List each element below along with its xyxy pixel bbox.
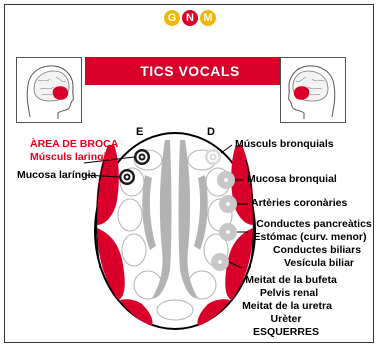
label-esquerres: ESQUERRES — [253, 326, 319, 338]
label-vesicula-biliar: Vesícula biliar — [283, 257, 355, 269]
page-title: TICS VOCALS — [85, 57, 295, 85]
label-conductes-pancreatics: Conductes pancreàtics — [256, 218, 372, 230]
marker-bufeta — [211, 253, 229, 271]
label-meitat-uretra: Meitat de la uretra — [242, 300, 332, 312]
label-arteries-coronaries: Artèries coronàries — [251, 197, 348, 209]
marker-mucosa-bronquial — [217, 171, 235, 189]
left-red-lobes — [96, 145, 153, 326]
label-ureter: Urèter — [270, 313, 302, 325]
brain-head-left-icon — [16, 57, 82, 123]
label-musculs-bronquials: Músculs bronquials — [235, 138, 334, 150]
label-pelvis-renal: Pelvis renal — [259, 287, 319, 299]
target-mucosa-laringia — [119, 169, 135, 185]
right-edge-line — [245, 159, 255, 269]
left-edge-line — [95, 159, 105, 269]
label-estomac: Estómac (curv. menor) — [253, 231, 367, 243]
label-area-broca: ÀREA DE BROCA — [30, 138, 119, 150]
target-musculs-laringis — [134, 149, 150, 165]
gnm-logo: G N M — [164, 10, 216, 26]
central-ventricles — [142, 140, 208, 299]
marker-pancreatics — [219, 223, 237, 241]
logo-letter-m: M — [200, 10, 216, 26]
logo-letter-g: G — [164, 10, 180, 26]
target-musculs-bronquials — [205, 149, 221, 165]
brain-head-right-icon — [280, 57, 346, 123]
side-left-letter: E — [136, 126, 144, 138]
label-mucosa-bronquial: Mucosa bronquial — [247, 173, 337, 185]
pointer-lines — [83, 144, 248, 269]
label-meitat-bufeta: Meitat de la bufeta — [245, 274, 337, 286]
side-right-letter: D — [207, 126, 215, 138]
label-musculs-laringis: Músculs laringis — [30, 151, 113, 163]
label-conductes-biliars: Conductes biliars — [272, 244, 362, 256]
marker-arteries-coronaries — [219, 195, 237, 213]
label-mucosa-laringia: Mucosa laríngia — [17, 169, 97, 181]
logo-letter-n: N — [182, 10, 198, 26]
